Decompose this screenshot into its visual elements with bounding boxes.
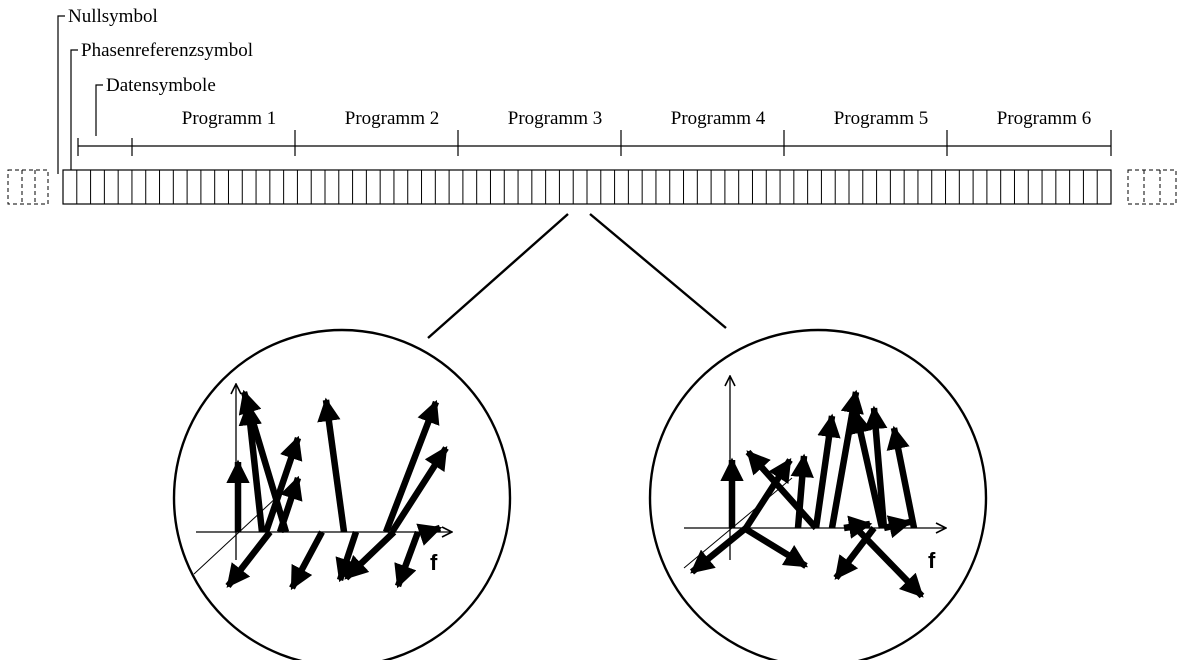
null-symbol-label: Nullsymbol xyxy=(68,6,158,27)
arrow-icon xyxy=(343,529,397,581)
arrow-icon xyxy=(745,449,819,531)
zoom-line-right xyxy=(589,213,727,329)
arrow-icon xyxy=(849,409,886,529)
zoom-circle-right: f xyxy=(648,328,988,660)
arrow-icon xyxy=(317,397,348,533)
arrow-icon xyxy=(790,453,814,529)
arrow-icon xyxy=(276,475,303,534)
arrow-icon xyxy=(416,523,443,546)
arrow-icon xyxy=(382,399,440,534)
arrow-icon xyxy=(853,525,925,599)
arrow-icon xyxy=(812,413,841,529)
program-4-label: Programm 4 xyxy=(671,108,766,129)
data-symbols-callout: Datensymbole xyxy=(95,75,216,136)
phasor-arrows-left xyxy=(225,389,449,591)
phase-reference-callout: Phasenreferenzsymbol xyxy=(70,40,253,170)
arrow-icon xyxy=(886,425,918,529)
program-labels: Programm 1 Programm 2 Programm 3 Program… xyxy=(182,108,1091,129)
program-bracket xyxy=(77,130,1112,156)
program-5-label: Programm 5 xyxy=(834,108,928,129)
arrow-icon xyxy=(289,530,325,591)
arrow-icon xyxy=(864,405,888,529)
frequency-axis-label-right: f xyxy=(928,548,936,573)
phasor-arrows-right xyxy=(689,389,925,599)
arrow-icon xyxy=(225,530,273,588)
arrow-icon xyxy=(743,458,793,530)
data-symbols-label: Datensymbole xyxy=(106,75,216,96)
phase-reference-label: Phasenreferenzsymbol xyxy=(81,40,253,61)
symbol-strip xyxy=(62,169,1112,205)
arrow-icon xyxy=(238,389,290,533)
arrow-icon xyxy=(394,530,422,589)
previous-frame-dashed xyxy=(7,169,49,205)
program-6-label: Programm 6 xyxy=(997,108,1091,129)
zoom-circle-left: f xyxy=(172,328,512,660)
arrow-icon xyxy=(742,525,808,569)
arrow-icon xyxy=(238,401,266,533)
program-3-label: Programm 3 xyxy=(508,108,602,129)
program-1-label: Programm 1 xyxy=(182,108,276,129)
frequency-axis-label-left: f xyxy=(430,550,438,575)
arrow-icon xyxy=(843,515,873,539)
arrow-icon xyxy=(389,446,449,534)
zoom-line-left xyxy=(427,213,569,339)
program-2-label: Programm 2 xyxy=(345,108,439,129)
axis-diagonal xyxy=(193,495,279,575)
arrow-icon xyxy=(883,515,913,539)
arrow-icon xyxy=(689,525,749,575)
next-frame-dashed xyxy=(1127,169,1177,205)
null-symbol-callout: Nullsymbol xyxy=(57,6,158,174)
